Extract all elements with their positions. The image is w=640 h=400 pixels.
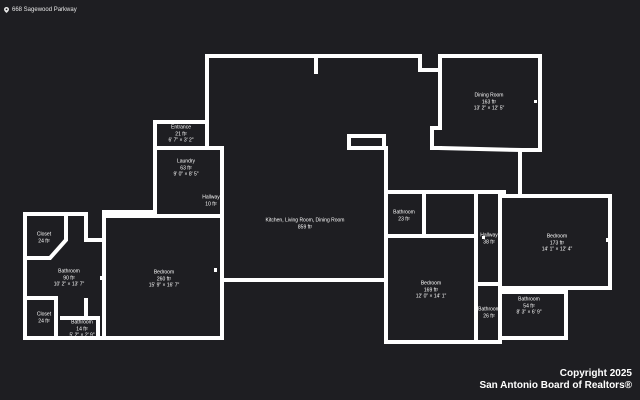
room-bedroom-south: Bedroom 169 ft² 12' 0" × 14' 1": [416, 280, 447, 300]
door-mark: [606, 238, 609, 242]
room-area: 63 ft²: [180, 164, 192, 171]
door-mark: [100, 276, 103, 280]
room-dims: 6' 7" × 3' 2": [168, 137, 194, 144]
wall-dining-bottom: [437, 145, 523, 153]
door-mark: [384, 252, 387, 256]
wall-dining-left: [430, 68, 442, 150]
room-area: 169 ft²: [423, 286, 439, 293]
room-area: 10 ft²: [205, 201, 217, 207]
room-area: 24 ft²: [38, 318, 50, 324]
room-name: Bathroom: [518, 296, 540, 303]
room-closet-bottom: Closet 24 ft²: [37, 312, 51, 325]
address-header: 668 Sagewood Parkway: [4, 7, 77, 13]
room-name: Bathroom: [58, 268, 80, 275]
copyright-line-2: San Antonio Board of Realtors®: [479, 380, 632, 391]
room-area: 23 ft²: [398, 216, 410, 222]
room-laundry: Laundry 63 ft² 9' 0" × 8' 5": [173, 158, 198, 178]
wall-small-bath: [474, 282, 502, 344]
room-name: Closet: [36, 311, 52, 318]
door-mark: [482, 236, 485, 239]
room-bathroom-center: Bathroom 23 ft²: [393, 210, 415, 223]
room-bathroom-west: Bathroom 90 ft² 10' 2" × 13' 7": [54, 268, 85, 288]
room-area: 26 ft²: [483, 313, 495, 319]
copyright-line-1: Copyright 2025: [559, 368, 632, 379]
address-text: 668 Sagewood Parkway: [12, 7, 77, 13]
room-area: 14 ft²: [76, 325, 88, 332]
room-name: Closet: [36, 231, 52, 238]
room-bedroom-east: Bedroom 173 ft² 14' 1" × 12' 4": [542, 233, 573, 253]
wall-closet-bottom: [23, 296, 58, 340]
wall-bedroom-west: [102, 214, 224, 340]
wall-entrance-divider: [153, 146, 224, 214]
location-pin-icon: [4, 7, 9, 13]
room-area: 163 ft²: [481, 98, 497, 105]
wall-right-block-top: [384, 190, 612, 290]
room-area: 173 ft²: [549, 239, 565, 246]
room-bathroom-small: Bathroom 14 ft² 5' 2" × 2' 9": [69, 319, 94, 339]
room-dims: 14' 1" × 12' 4": [541, 246, 573, 253]
room-name: Bathroom: [393, 209, 415, 216]
room-dims: 13' 2" × 12' 5": [473, 105, 505, 112]
door-mark: [534, 100, 537, 103]
room-bathroom-east: Bathroom 54 ft² 8' 3" × 6' 9": [516, 296, 541, 316]
wall-left-wing-outline: [23, 212, 106, 242]
door-mark: [206, 100, 209, 105]
room-dims: 8' 3" × 6' 9": [516, 309, 542, 316]
room-dims: 12' 0" × 14' 1": [415, 293, 447, 300]
room-name: Entrance: [170, 124, 191, 131]
room-name: Laundry: [176, 158, 196, 165]
copyright-notice: Copyright 2025 San Antonio Board of Real…: [479, 368, 632, 392]
room-hallway-right: Hallway 38 ft²: [480, 233, 498, 246]
room-name: Bedroom: [420, 280, 442, 287]
room-name: Bathroom: [71, 319, 93, 326]
wall-left-wing-left: [23, 212, 106, 340]
door-mark: [320, 278, 323, 282]
room-bedroom-west: Bedroom 260 ft² 15' 9" × 16' 7": [149, 269, 180, 289]
room-area: 21 ft²: [175, 130, 187, 137]
wall-main-outline: [205, 54, 542, 194]
room-name: Bathroom: [478, 306, 500, 313]
room-name: Kitchen, Living Room, Dining Room: [265, 217, 345, 224]
room-dims: 15' 9" × 16' 7": [148, 282, 180, 289]
room-dims: 9' 0" × 8' 5": [173, 171, 199, 178]
room-name: Hallway: [480, 232, 498, 239]
room-area: 24 ft²: [38, 238, 50, 244]
room-dims: 5' 2" × 2' 9": [69, 332, 95, 339]
room-area: 54 ft²: [523, 302, 535, 309]
room-name: Hallway: [202, 194, 220, 201]
wall-bath-east: [498, 290, 568, 340]
room-kitchen: Kitchen, Living Room, Dining Room 859 ft…: [266, 218, 345, 231]
room-bathroom-tiny: Bathroom 26 ft²: [478, 307, 500, 320]
room-area: 859 ft²: [297, 224, 313, 230]
wall-kitchen-island: [347, 134, 386, 150]
wall-closet-top: [23, 212, 68, 260]
wall-bath-small-left: [60, 316, 100, 340]
room-name: Bedroom: [546, 233, 568, 240]
room-area: 260 ft²: [156, 275, 172, 282]
room-closet-top: Closet 24 ft²: [37, 232, 51, 245]
room-hallway-left: Hallway 10 ft²: [202, 195, 220, 208]
room-dining: Dining Room 163 ft² 13' 2" × 12' 5": [474, 92, 505, 112]
wall-right-block-center: [384, 190, 478, 344]
room-area: 38 ft²: [483, 239, 495, 245]
room-dims: 10' 2" × 13' 7": [53, 281, 85, 288]
room-area: 90 ft²: [63, 274, 75, 281]
room-name: Bedroom: [153, 269, 175, 276]
room-name: Dining Room: [474, 92, 504, 99]
door-mark: [214, 268, 217, 272]
room-entrance: Entrance 21 ft² 6' 7" × 3' 2": [168, 124, 193, 144]
